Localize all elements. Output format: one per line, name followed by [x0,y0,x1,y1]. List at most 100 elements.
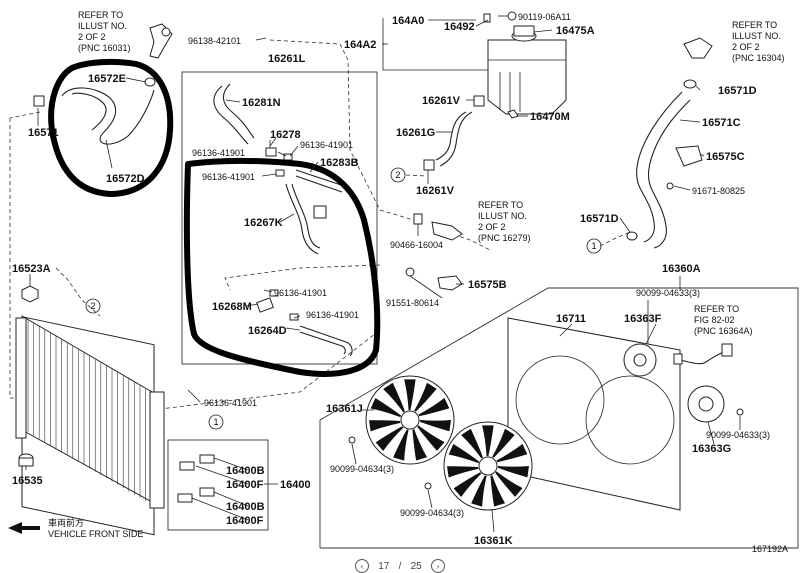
clamp-16571D-lower [626,231,638,241]
bracket-16492 [483,13,491,23]
label-16571D-right: 16571D [718,85,757,97]
label-90099-04633-b: 90099-04633(3) [706,430,770,440]
fan-motor-16363F [623,343,657,377]
svg-text:2: 2 [395,170,400,180]
svg-text:REFER TO: REFER TO [478,200,523,210]
label-16571C: 16571C [702,117,741,129]
refer-note-1: REFER TO ILLUST NO. 2 OF 2 (PNC 16031) [78,10,131,53]
callout-1-lower: 1 [208,414,224,430]
hose-16283B [295,169,345,193]
refer-note-4: REFER TO FIG 82-02 (PNC 16364A) [694,304,753,336]
label-16268M: 16268M [212,301,252,313]
fan-shroud-16711 [507,317,681,511]
hose-16268M [256,297,274,313]
label-16267K: 16267K [244,217,283,229]
dash-leader-9 [151,329,381,411]
dash-leader-3 [55,267,101,317]
label-16575B: 16575B [468,279,507,291]
svg-text:ILLUST NO.: ILLUST NO. [478,211,527,221]
bolt-90119-06A11 [507,11,517,21]
label-96136-41901-e: 96136-41901 [306,310,359,320]
callout-2-left: 2 [85,298,101,314]
dash-leader-2 [9,111,41,119]
sensor-16575B-part [431,221,463,241]
label-96136-41901-f: 96136-41901 [204,398,257,408]
sensor-16575B [437,275,463,291]
label-90119-06A11: 90119-06A11 [518,12,571,22]
label-16400F-a: 16400F [226,479,264,491]
label-16400F-b: 16400F [226,515,264,527]
bolt-90099-04634-a [348,436,356,444]
hose-group-box [181,71,378,365]
svg-text:(PNC 16364A): (PNC 16364A) [694,326,753,336]
hose-16267K [285,183,321,255]
label-16572E: 16572E [88,73,126,85]
drain-cock-16535 [18,453,34,467]
label-16261V-b: 16261V [416,185,455,197]
part-labels: 16572E 16572D 16571 96138-42101 16261L 1… [12,12,770,547]
dash-leader-4 [269,39,421,223]
label-16535: 16535 [12,475,43,487]
label-16400B: 16400B [226,465,265,477]
fitting-90466-16004 [413,213,423,225]
refer-note-3: REFER TO ILLUST NO. 2 OF 2 (PNC 16279) [478,200,531,243]
sensor-16575C [675,145,703,167]
label-96136-41901-b: 96136-41901 [300,140,353,150]
svg-text:REFER TO: REFER TO [694,304,739,314]
label-16261L: 16261L [268,53,306,65]
label-91551-80614: 91551-80614 [386,298,439,308]
label-164A2: 164A2 [344,39,376,51]
label-90466-16004: 90466-16004 [390,240,443,250]
hose-clamp-16571 [33,95,45,107]
dash-leader-6 [405,174,427,177]
label-96136-41901-c: 96136-41901 [202,172,255,182]
leader-lines [25,15,741,533]
label-16283B: 16283B [320,157,359,169]
front-label-en: VEHICLE FRONT SIDE [48,529,143,539]
label-90099-04633-a: 90099-04633(3) [636,288,700,298]
svg-text:FIG 82-02: FIG 82-02 [694,315,735,325]
clamp-16571D-right [683,79,697,89]
label-16572D: 16572D [106,173,145,185]
next-page-button[interactable]: › [430,559,445,573]
dash-leader-7 [599,231,631,247]
label-16400B-b: 16400B [226,501,265,513]
label-16575C: 16575C [706,151,745,163]
svg-text:ILLUST NO.: ILLUST NO. [732,31,781,41]
label-16264D: 16264D [248,325,287,337]
svg-text:(PNC 16279): (PNC 16279) [478,233,531,243]
hose-clamp-16572E [144,77,156,87]
clamp-16278 [265,140,277,157]
label-16281N: 16281N [242,97,281,109]
label-91671-80825: 91671-80825 [692,186,745,196]
refer-note-2: REFER TO ILLUST NO. 2 OF 2 (PNC 16304) [732,20,785,63]
hose-16572D [61,87,155,145]
label-16711: 16711 [556,313,586,325]
hose-16571C [636,91,691,249]
bolt-91551-80614 [405,267,415,277]
marker-loop-hose-group [183,158,381,377]
label-16400: 16400 [280,479,311,491]
drain-plug-group [177,454,215,503]
pager: ‹ 17 / 25 › [355,559,445,573]
radiator-side-tank-right [149,391,165,509]
fitting-96136-41901-c [275,169,285,177]
svg-text:ILLUST NO.: ILLUST NO. [78,21,127,31]
front-label-jp: 車両前方 [48,517,84,528]
fan-16361J [365,375,455,465]
svg-text:2 OF 2: 2 OF 2 [78,32,106,42]
svg-text:1: 1 [213,417,218,427]
label-90099-04634-a: 90099-04634(3) [330,464,394,474]
valve-part [313,205,327,219]
svg-text:REFER TO: REFER TO [732,20,777,30]
prev-page-button[interactable]: ‹ [355,559,369,573]
svg-text:2 OF 2: 2 OF 2 [732,42,760,52]
label-16571-left: 16571 [28,127,59,139]
svg-text:(PNC 16304): (PNC 16304) [732,53,785,63]
hose-16281N [213,83,255,145]
label-16470M: 16470M [530,111,570,123]
label-16363G: 16363G [692,443,731,455]
water-outlet-part [683,37,713,59]
drain-group-box [167,439,269,531]
page-sep: / [398,560,402,572]
